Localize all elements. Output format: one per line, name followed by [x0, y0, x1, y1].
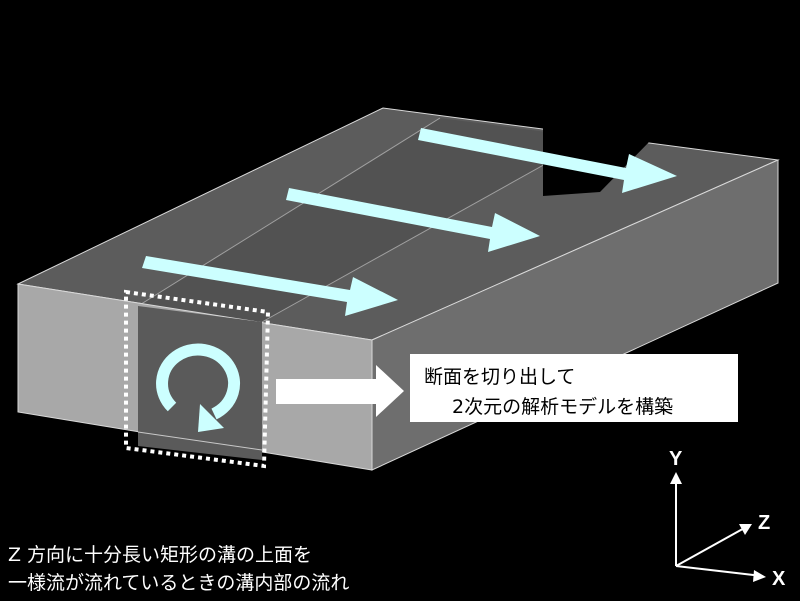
vortex-arrow-icon: [156, 343, 241, 432]
flow-arrow-icon: [418, 128, 677, 193]
axis-label-y: Y: [669, 448, 683, 470]
axis-arrow-icon: [670, 472, 766, 582]
axis-label-z: Z: [758, 512, 771, 534]
flow-arrow-icon: [142, 256, 398, 316]
axis-label-x: X: [772, 568, 786, 590]
cross-section-selection: [124, 289, 271, 469]
caption-line-1: Z 方向に十分長い矩形の溝の上面を: [8, 544, 313, 566]
callout-line-1: 断面を切り出して: [424, 366, 576, 388]
right-arrow-icon: [276, 365, 404, 417]
callout-box: 断面を切り出して 2次元の解析モデルを構築: [410, 354, 738, 422]
caption-line-2: 一様流が流れているときの溝内部の流れ: [8, 572, 350, 594]
callout-line-2: 2次元の解析モデルを構築: [452, 396, 674, 418]
channel-back-opening: [543, 124, 652, 196]
channel-top: [138, 118, 592, 322]
channel-cross-section: [138, 306, 262, 460]
flow-arrow-icon: [286, 188, 540, 252]
channel-floor-edge: [137, 431, 263, 451]
